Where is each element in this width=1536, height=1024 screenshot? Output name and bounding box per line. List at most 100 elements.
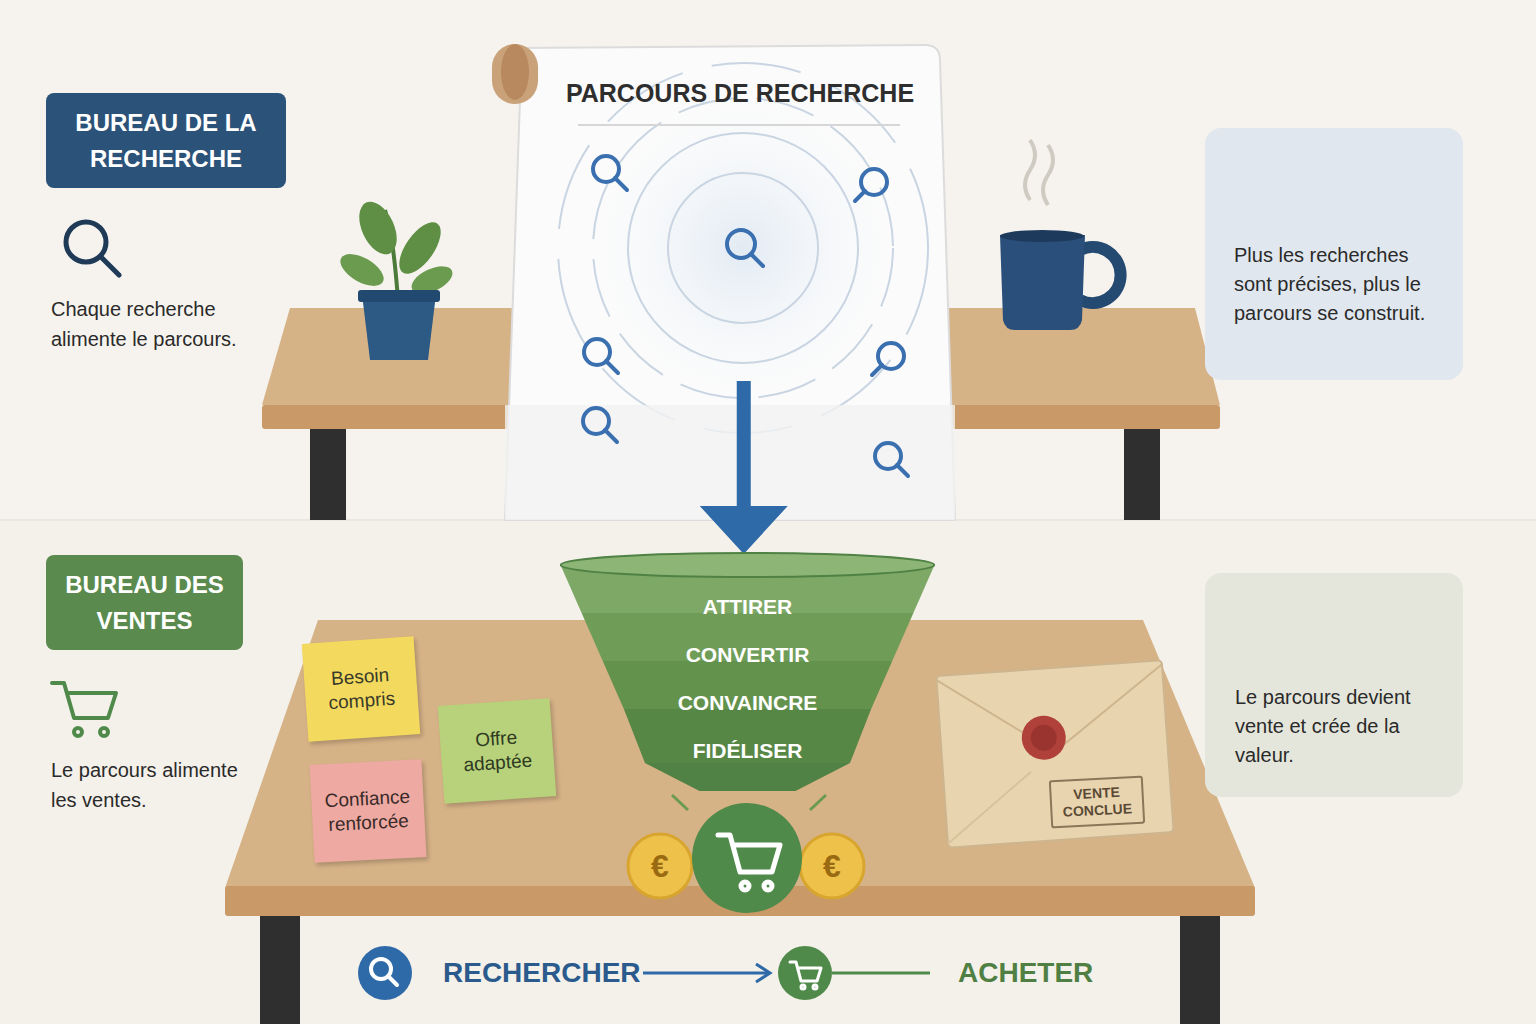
funnel-output-part xyxy=(810,795,826,810)
funnel-output-part xyxy=(672,795,688,810)
note-panel: Plus les recherches sont précises, plus … xyxy=(1205,128,1463,380)
funnel-output xyxy=(628,795,864,913)
heading-box: BUREAU DE LA RECHERCHE xyxy=(46,93,286,188)
coffee-mug-part xyxy=(1043,145,1053,205)
flow-row-part-part xyxy=(801,985,805,989)
envelope-part xyxy=(936,660,1173,847)
scroll-part-part xyxy=(615,178,627,190)
caption-text: Chaque recherche alimente le parcours. xyxy=(51,294,266,354)
node-text: Plus les recherches sont précises, plus … xyxy=(1234,241,1434,328)
scroll-part-part xyxy=(605,430,617,442)
text-group: Plus les recherches sont précises, plus … xyxy=(1234,241,1449,328)
envelope-part xyxy=(1030,724,1058,752)
envelope-part xyxy=(1020,714,1067,761)
text-group: BUREAU DES VENTES xyxy=(60,567,229,639)
cart-icon-part xyxy=(74,728,82,736)
sticky-note: Offre adaptée xyxy=(438,698,557,804)
funnel-output-part xyxy=(692,803,802,913)
funnel-rim xyxy=(561,553,935,577)
funnel-output-part xyxy=(800,834,864,898)
caption-text: Le parcours alimente les ventes. xyxy=(51,755,251,815)
scroll-part xyxy=(492,44,538,104)
sales-funnel: ATTIRERCONVERTIRCONVAINCREFIDÉLISER xyxy=(560,552,935,802)
scroll-title: PARCOURS DE RECHERCHE xyxy=(560,70,920,375)
flow-row-part-part xyxy=(790,962,821,981)
scroll-part-part xyxy=(872,365,882,375)
funnel-output-part-part xyxy=(741,882,749,890)
node-text: ATTIRER xyxy=(560,583,935,631)
scroll-part-part xyxy=(558,63,928,433)
plant-part xyxy=(362,294,436,360)
scroll-part-part xyxy=(897,465,908,476)
node-text: BUREAU DE LA RECHERCHE xyxy=(62,105,270,177)
scroll-part xyxy=(505,45,955,520)
coffee-mug-part xyxy=(1000,230,1084,242)
flow-row-part xyxy=(643,972,770,975)
scroll-part xyxy=(578,124,900,126)
magnifier-icon xyxy=(66,222,119,275)
flow-row-part-part xyxy=(388,976,397,985)
plant-part xyxy=(352,196,405,260)
coffee-mug-part xyxy=(1080,247,1121,303)
scroll-part-part xyxy=(606,361,618,373)
node-text: FIDÉLISER xyxy=(560,727,935,775)
cart-icon xyxy=(52,683,116,736)
node-text: CONVERTIR xyxy=(560,631,935,679)
research-desk-part xyxy=(310,425,346,520)
node-text: VENTE CONCLUE xyxy=(1055,783,1139,821)
note-panel: Le parcours devient vente et crée de la … xyxy=(1205,573,1463,797)
node-text: Besoin compris xyxy=(311,662,410,717)
scroll-part-part xyxy=(668,173,818,323)
node-text: BUREAU DES VENTES xyxy=(60,567,229,639)
text-group: Le parcours devient vente et crée de la … xyxy=(1235,683,1449,770)
scroll-part-part xyxy=(628,133,858,363)
flow-row xyxy=(358,946,930,1000)
funnel-output-part xyxy=(628,834,692,898)
coffee-mug-part xyxy=(1025,140,1035,200)
flow-row-part xyxy=(756,964,770,982)
funnel-output-part-part xyxy=(718,835,780,872)
flow-row-part xyxy=(371,959,397,985)
stamp: VENTE CONCLUE xyxy=(1049,776,1145,829)
flow-step: RECHERCHER xyxy=(443,953,633,993)
flow-row-part-part xyxy=(813,985,817,989)
text-group: Offre adaptée xyxy=(447,724,546,779)
flow-arrow xyxy=(700,381,788,554)
text-group: Besoin compris xyxy=(311,662,410,717)
flow-row-part xyxy=(778,946,832,1000)
funnel-shape xyxy=(560,552,935,802)
text-group: VENTE CONCLUE xyxy=(1055,783,1139,821)
lower-ground xyxy=(0,520,1536,1024)
text-group: PARCOURS DE RECHERCHE xyxy=(560,78,920,108)
plant-part xyxy=(335,248,389,293)
scroll-part-part xyxy=(855,191,865,201)
scroll-part xyxy=(558,63,928,433)
sales-desk-part xyxy=(1180,912,1220,1024)
envelope-part xyxy=(936,664,1167,760)
coffee-mug xyxy=(1000,140,1121,330)
scroll-part xyxy=(501,44,529,100)
node-text: CONVAINCRE xyxy=(560,679,935,727)
flow-row-part xyxy=(790,962,821,989)
sales-desk xyxy=(225,620,1255,1024)
flow-step: ACHETER xyxy=(958,953,1118,993)
magnifier-icon-part xyxy=(101,257,119,275)
funnel-stem xyxy=(645,763,850,791)
funnel-output-part xyxy=(718,835,780,890)
sticky-note: Confiance renforcée xyxy=(310,759,427,863)
plant xyxy=(335,196,456,360)
text-group: BUREAU DE LA RECHERCHE xyxy=(62,105,270,177)
envelope xyxy=(936,660,1173,847)
flow-row-part xyxy=(358,946,412,1000)
scroll-part xyxy=(505,405,955,520)
coffee-mug-part xyxy=(1000,235,1085,330)
node-text: PARCOURS DE RECHERCHE xyxy=(560,78,920,108)
cart-icon-part xyxy=(100,728,108,736)
text-group: Confiance renforcée xyxy=(319,785,417,838)
plant-part xyxy=(358,290,440,302)
scroll-part-part xyxy=(593,98,893,398)
sticky-note: Besoin compris xyxy=(302,636,421,742)
node-text: Confiance renforcée xyxy=(319,785,417,838)
text-group: ATTIRERCONVERTIRCONVAINCREFIDÉLISER xyxy=(560,583,935,775)
